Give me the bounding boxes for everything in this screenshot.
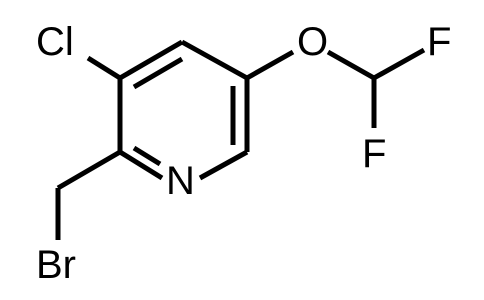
bond-c2-ch2 xyxy=(56,149,122,191)
bond-c3-c4 xyxy=(118,39,184,81)
atom-label-o: O xyxy=(297,20,328,64)
bond-chf2-ftop xyxy=(372,47,426,81)
atom-label-f-top: F xyxy=(427,20,451,64)
bond-c3-c4-inner xyxy=(132,56,184,90)
bond-n-c2 xyxy=(118,149,164,181)
atom-label-n: N xyxy=(166,159,195,203)
atom-label-cl: Cl xyxy=(36,20,74,64)
bond-n-c2-inner xyxy=(132,145,162,167)
bond-c6-n xyxy=(198,149,249,181)
bond-c3-cl xyxy=(86,55,122,81)
atom-label-br: Br xyxy=(36,243,76,287)
bond-c5-o xyxy=(245,49,295,81)
bond-c4-c5 xyxy=(180,39,249,81)
bond-o-chf2 xyxy=(326,49,376,81)
atom-label-f-bottom: F xyxy=(362,132,386,176)
